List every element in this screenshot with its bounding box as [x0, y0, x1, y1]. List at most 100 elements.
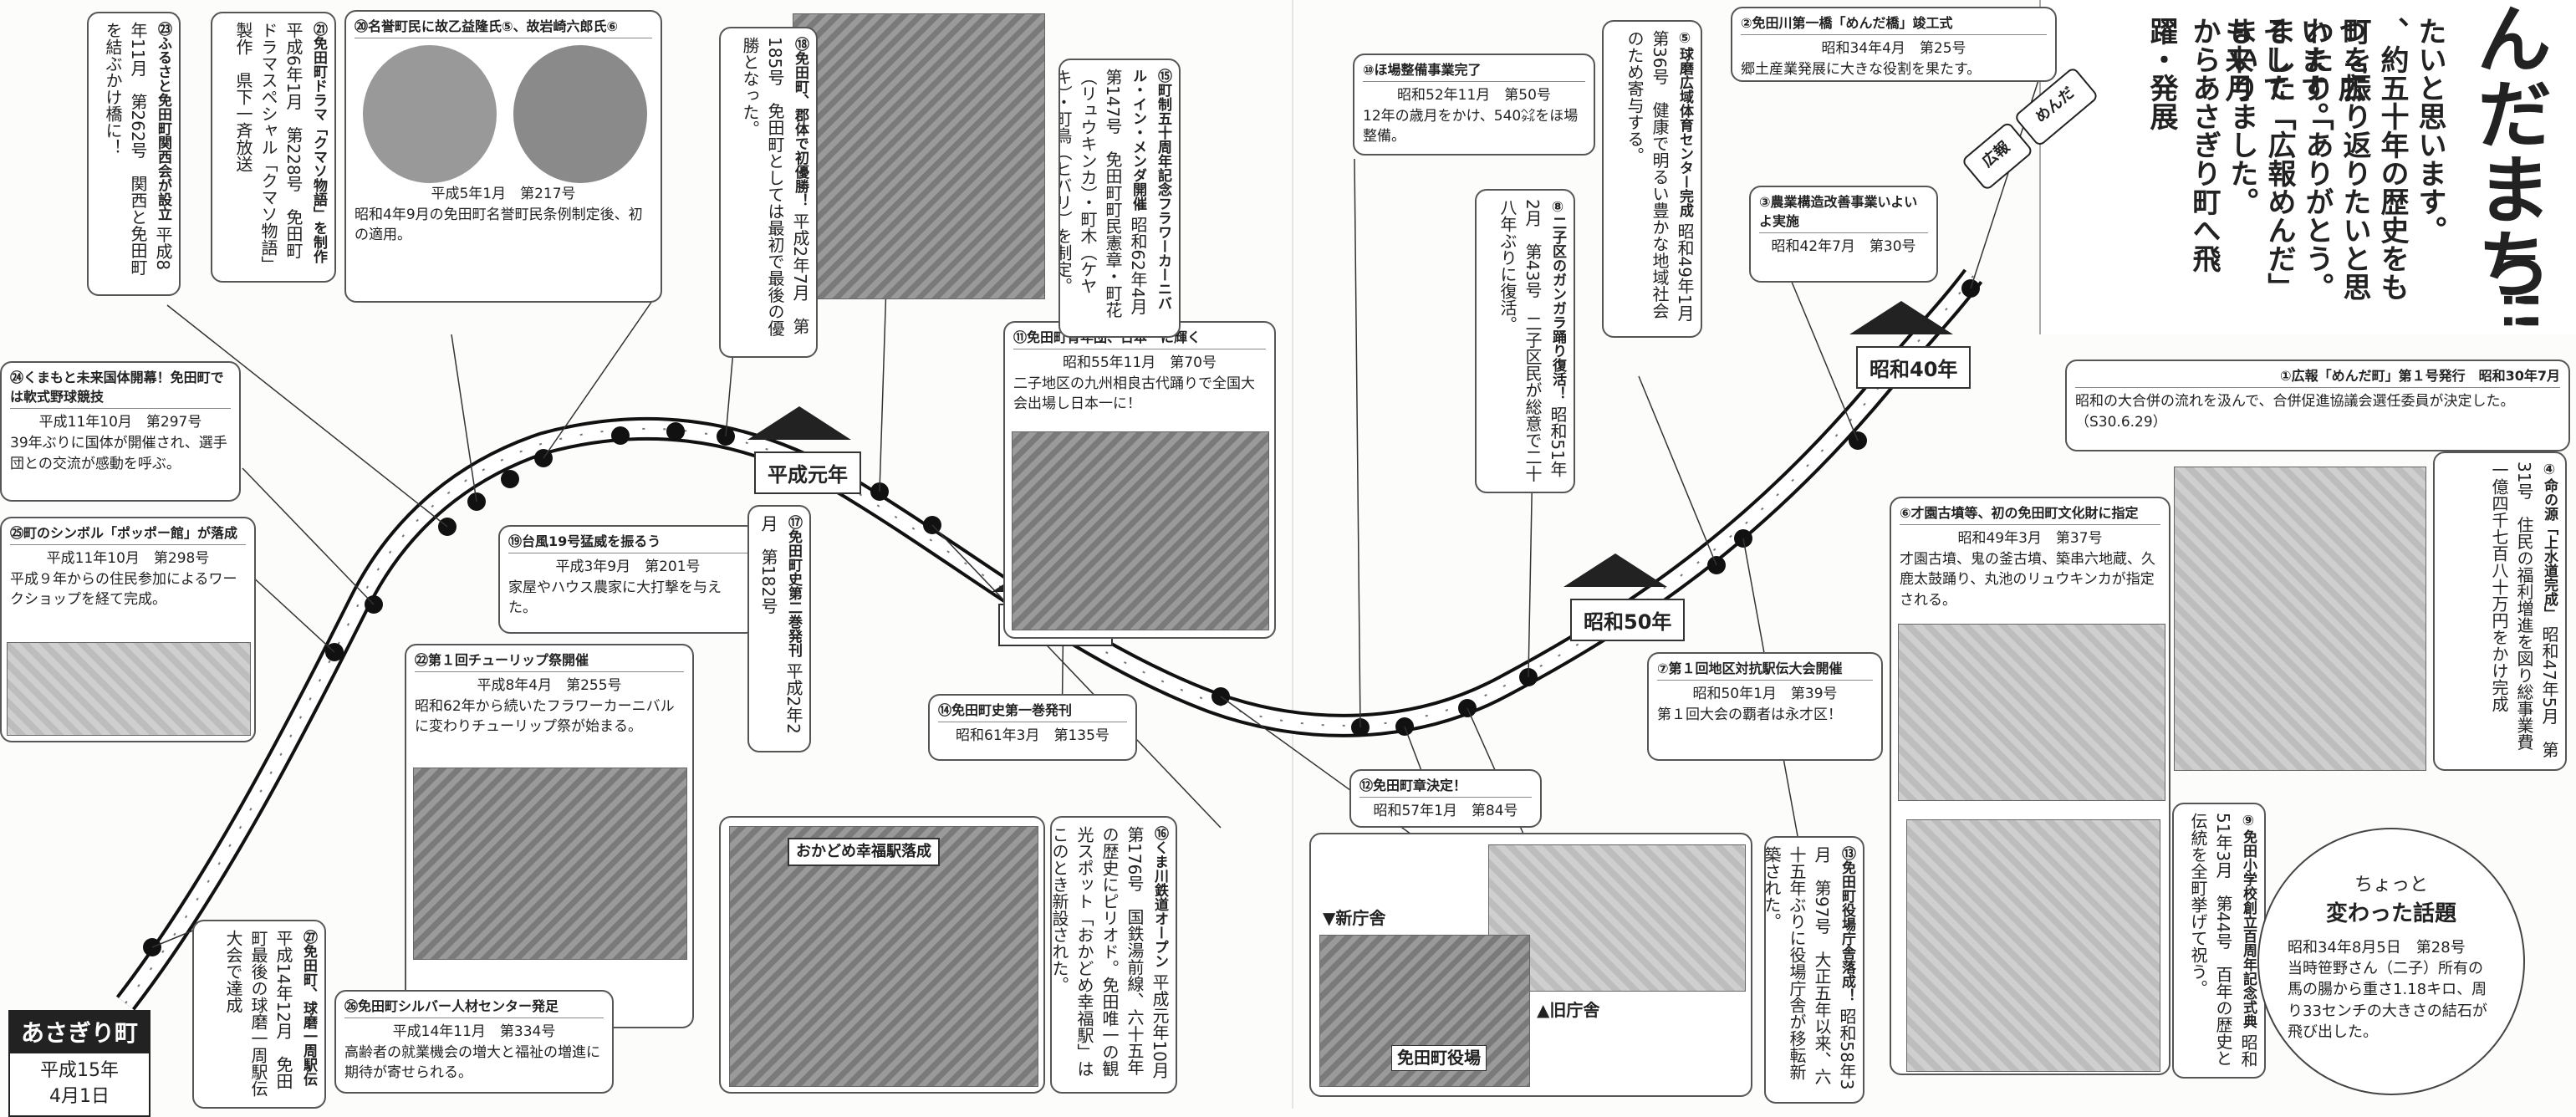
event-14-title: ⑭免田町史第一巻発刊 [938, 701, 1127, 723]
event-21-card: ㉑免田町ドラマ「クマソ物語」を制作 平成6年1月 第228号 免田町ドラマスペシ… [211, 12, 336, 283]
event-04-title: ④命の源「上水道完成」 [2541, 462, 2558, 620]
event-05-card: ⑤球磨広域体育センター完成 昭和49年1月 第36号 健康で明るい豊かな地域社会… [1602, 20, 1702, 338]
okadome-sign: おかどめ幸福駅落成 [788, 838, 940, 867]
headline-col-6: 、約五十年の歴史をもつ「広 [2333, 17, 2409, 301]
event-13-title: ⑬免田町役場庁舎落成！ [1839, 846, 1855, 1002]
event-01-title: ①広報「めんだ町」第１号発行 昭和30年7月 [2075, 366, 2560, 389]
headline-block: からあさぎり町へ飛躍・発展 まいりました。 ました「広報めんだ」も来月 わたり「… [2039, 0, 2576, 334]
event-08-card: ⑧二子区のガンガラ踊り復活！ 昭和51年2月 第43号 二子区民が総意で二十八年… [1475, 189, 1575, 493]
event-08-body: 昭和51年2月 第43号 二子区民が総意で二十八年ぶりに復活。 [1497, 199, 1568, 482]
event-06-label: 昭和49年3月 第37号 [1957, 530, 2103, 548]
event-09-body: 昭和51年3月 第44号 百年の歴史と伝統を全町挙げて祝う。 [2188, 813, 2258, 1068]
event-24-title: ㉔くまもと未来国体開幕！免田町では軟式野球競技 [10, 368, 231, 410]
new-office-label: ▼新庁舎 [1323, 908, 1386, 928]
event-02-title: ②免田川第一橋「めんだ橋」竣工式 [1741, 13, 2047, 36]
event-12-title: ⑫免田町章決定！ [1359, 776, 1532, 798]
start-name: あさぎり町 [8, 1010, 150, 1053]
event-05-body: 昭和49年1月 第36号 健康で明るい豊かな地域社会のため寄与する。 [1625, 30, 1695, 338]
event-10-title: ⑩ほ場整備事業完了 [1363, 60, 1585, 83]
event-17-card: ⑰免田町史第二巻発刊 平成2年2月 第182号 [747, 505, 811, 752]
event-26-title: ㉖免田町シルバー人材センター発足 [344, 997, 604, 1019]
headline-col-1: からあさぎり町へ飛躍・発展 [2145, 17, 2221, 273]
okadome-photo-card: おかどめ幸福駅落成 [719, 816, 1045, 1094]
trivia-title: 変わった話題 [2325, 901, 2456, 926]
kofun-photo [1898, 624, 2165, 801]
event-24-card: ㉔くまもと未来国体開幕！免田町では軟式野球競技 平成11年10月 第297号 3… [0, 361, 241, 502]
event-11-card: ⑪免田町青年団、日本一に輝く 昭和55年11月 第70号 二子地区の九州相良古代… [1003, 321, 1276, 639]
event-20-body: 昭和4年9月の免田町名誉町民条例制定後、初の適用。 [355, 206, 643, 244]
event-20-title: ⑳名誉町民に故乙益隆氏⑤、故岩崎六郎氏⑥ [355, 17, 652, 39]
okadome-station-photo [729, 826, 1038, 1087]
event-02-card: ②免田川第一橋「めんだ橋」竣工式 昭和34年4月 第25号 郷土産業発展に大きな… [1731, 7, 2057, 82]
event-27-card: ㉗免田町、球磨一周駅伝 平成14年12月 免田町最後の球磨一周駅伝大会で達成 [192, 920, 326, 1109]
event-01-card: ①広報「めんだ町」第１号発行 昭和30年7月 昭和の大合併の流れを汲んで、合併促… [2065, 360, 2570, 451]
poppo-kan-photo [7, 642, 251, 736]
era-s50: 昭和50年 [1570, 599, 1686, 641]
headline-col-5: 町を振り返りたいと思います。 [2295, 17, 2371, 301]
event-23-body: 平成8年11月 第262号 関西と免田町を結ぶかけ橋に！ [103, 22, 173, 276]
headline-col-2: まいりました。 [2225, 17, 2258, 216]
event-20-label: 平成5年1月 第217号 [431, 186, 576, 203]
headline-title: んだまち [2463, 0, 2551, 301]
event-27-body: 平成14年12月 免田町最後の球磨一周駅伝大会で達成 [223, 930, 293, 1097]
start-date-year: 平成15年 [40, 1060, 119, 1081]
event-20-card: ⑳名誉町民に故乙益隆氏⑤、故岩崎六郎氏⑥ 平成5年1月 第217号 昭和4年9月… [344, 10, 662, 303]
event-18-body: 平成2年7月 第185号 免田町としては最初で最後の優勝となった。 [740, 37, 810, 337]
event-23-card: ㉓ふるさと免田町関西会が設立 平成8年11月 第262号 関西と免田町を結ぶかけ… [87, 12, 181, 296]
event-16-title: ⑯くま川鉄道オープン [1151, 826, 1168, 968]
tulip-festival-photo [413, 768, 687, 960]
event-22-title: ㉒第１回チューリップ祭開催 [415, 650, 684, 673]
event-25-body: 平成９年からの住民参加によるワークショップを経て完成。 [10, 570, 237, 609]
event-13-card: ⑬免田町役場庁舎落成！ 昭和58年3月 第97号 大正五年以来、六十五年ぶりに役… [1764, 836, 1864, 1104]
event-06-title: ⑥才園古墳等、初の免田町文化財に指定 [1900, 503, 2160, 526]
event-24-label: 平成11年10月 第297号 [38, 414, 202, 431]
trivia-circle: ちょっと 変わった話題 昭和34年8月5日 第28号 当時笹野さん（二子）所有の… [2257, 828, 2525, 1095]
era-roof-s40 [1849, 301, 1953, 334]
event-12-card: ⑫免田町章決定！ 昭和57年1月 第84号 [1349, 769, 1542, 828]
event-09-card: ⑨免田小学校創立百周年記念式典 昭和51年3月 第44号 百年の歴史と伝統を全町… [2172, 803, 2266, 1079]
event-25-card: ㉕町のシンボル「ポッポー館」が落成 平成11年10月 第298号 平成９年からの… [0, 517, 256, 742]
event-04-card: ④命の源「上水道完成」 昭和47年5月 第31号 住民の福利増進を図り総事業費一… [2433, 451, 2567, 771]
dance-photo [1012, 431, 1269, 630]
event-19-label: 平成3年9月 第201号 [555, 558, 701, 576]
event-22-label: 平成8年4月 第255号 [477, 677, 622, 695]
flower-carnival-photo [793, 13, 1045, 299]
era-roof-h1 [747, 406, 851, 440]
event-03-label: 昭和42年7月 第30号 [1771, 238, 1916, 256]
event-01-body: 昭和の大合併の流れを汲んで、合併促進協議会選任委員が決定した。（S30.6.29… [2075, 393, 2515, 431]
event-07-card: ⑦第１回地区対抗駅伝大会開催 昭和50年1月 第39号 第１回大会の覇者は永才区… [1647, 652, 1883, 761]
event-04-body: 昭和47年5月 第31号 住民の福利増進を図り総事業費一億四千七百八十万円をかけ… [2489, 462, 2559, 758]
event-05-title: ⑤球磨広域体育センター完成 [1676, 30, 1693, 217]
portrait-iwasaki [513, 45, 647, 184]
event-22-body: 昭和62年から続いたフラワーカーニバルに変わりチューリップ祭が始まる。 [415, 697, 675, 736]
event-27-title: ㉗免田町、球磨一周駅伝 [300, 930, 317, 1086]
event-08-title: ⑧二子区のガンガラ踊り復活！ [1549, 199, 1566, 400]
event-14-card: ⑭免田町史第一巻発刊 昭和61年3月 第135号 [928, 694, 1137, 761]
headline-col-3: ました「広報めんだ」も来月 [2220, 17, 2296, 301]
town-office-photo-card: ▼新庁舎 ▲旧庁舎 免田町役場 [1309, 833, 1752, 1097]
event-19-title: ⑲台風19号猛威を振るう [508, 532, 747, 554]
event-10-label: 昭和52年11月 第50号 [1397, 87, 1551, 105]
event-26-label: 平成14年11月 第334号 [392, 1023, 556, 1041]
event-07-body: 第１回大会の覇者は永才区！ [1657, 706, 1842, 723]
era-roof-s50 [1563, 553, 1667, 587]
event-18-card: ⑱免田町、郡体で初優勝！ 平成2年7月 第185号 免田町としては最初で最後の優… [719, 27, 818, 358]
event-15-title: ⑮町制五十周年記念フラワーカーニバル・イン・メンダ開催 [1130, 69, 1171, 310]
event-17-title: ⑰免田町史第二巻発刊 [785, 515, 802, 657]
centennial-monument-photo [1906, 819, 2160, 1072]
event-02-label: 昭和34年4月 第25号 [1821, 40, 1966, 58]
event-23-title: ㉓ふるさと免田町関西会が設立 [155, 22, 171, 221]
event-03-title: ③農業構造改善事業いよいよ実施 [1759, 192, 1928, 234]
leader-lines [151, 74, 2041, 948]
event-07-title: ⑦第１回地区対抗駅伝大会開催 [1657, 659, 1873, 681]
event-21-title: ㉑免田町ドラマ「クマソ物語」を制作 [310, 22, 327, 263]
event-07-label: 昭和50年1月 第39号 [1692, 686, 1838, 703]
event-06-body: 才園古墳、鬼の釜古墳、築串六地蔵、久鹿太鼓踊り、丸池のリュウキンカが指定される。 [1900, 550, 2155, 610]
new-office-photo [1319, 935, 1530, 1087]
event-26-card: ㉖免田町シルバー人材センター発足 平成14年11月 第334号 高齢者の就業機会… [334, 990, 614, 1094]
old-office-label: ▲旧庁舎 [1537, 1000, 1600, 1020]
event-15-body: 昭和62年4月 第147号 免田町町民憲章・町花（リュウキンカ）・町木（ケヤキ）… [1058, 69, 1148, 332]
portraits [355, 42, 652, 184]
headline-col-4: わたり「ありがとう。そして [2257, 17, 2334, 301]
